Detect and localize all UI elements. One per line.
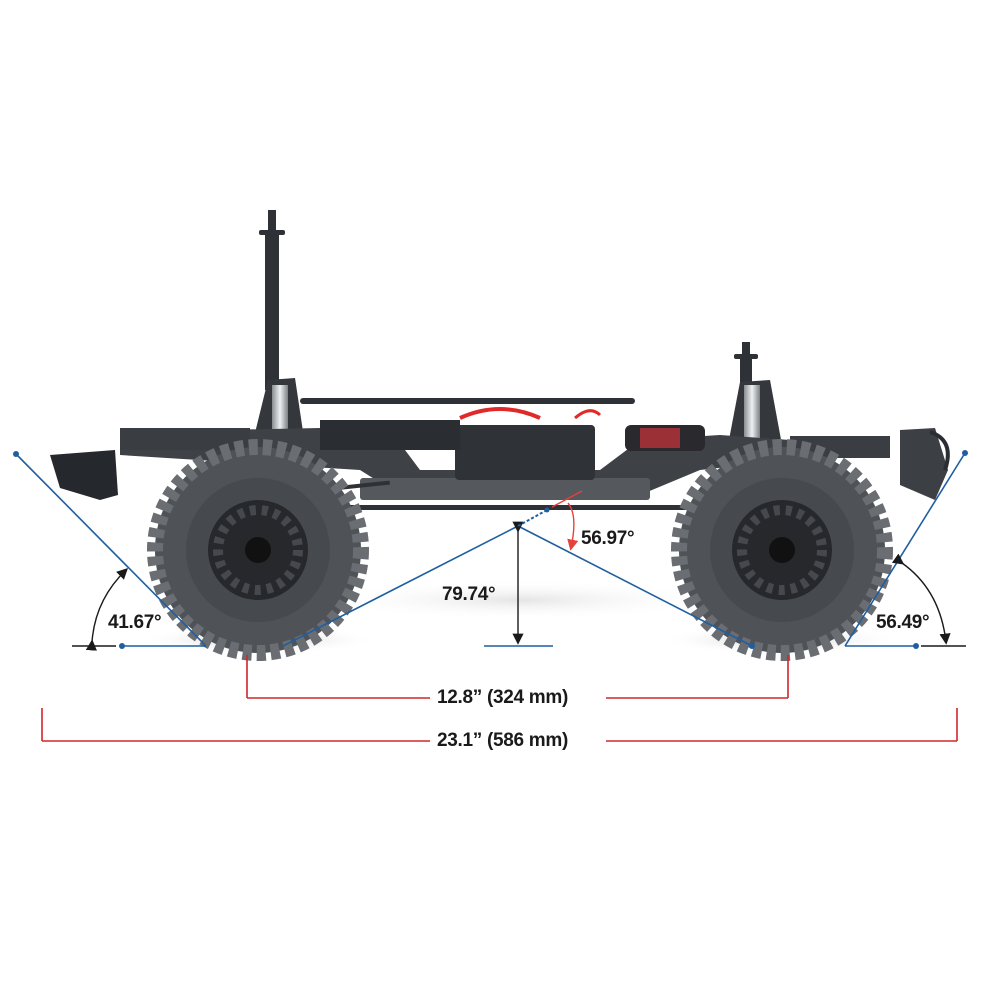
front-bumper bbox=[900, 428, 948, 500]
breakover-angle-annotation bbox=[282, 490, 755, 649]
skid-angle-label: 56.97° bbox=[581, 528, 635, 549]
wheelbase-dimension bbox=[246, 655, 789, 699]
receiver-box bbox=[455, 425, 595, 480]
ground-shadow bbox=[320, 580, 720, 620]
lower-link bbox=[330, 505, 690, 510]
body-mount-post-rear bbox=[265, 230, 279, 390]
battery-tray bbox=[360, 478, 650, 500]
roll-rail bbox=[300, 398, 635, 404]
rear-bumper bbox=[50, 450, 118, 500]
approach-angle-label: 41.67° bbox=[108, 612, 162, 633]
chassis bbox=[50, 210, 950, 510]
wheelbase-label: 12.8” (324 mm) bbox=[433, 687, 572, 709]
overall-length-dimension bbox=[41, 708, 958, 742]
departure-angle-label: 56.49° bbox=[876, 612, 930, 633]
front-wheel bbox=[671, 439, 893, 661]
approach-angle-annotation bbox=[13, 451, 207, 651]
breakover-angle-label: 79.74° bbox=[442, 584, 496, 605]
overall-length-label: 23.1” (586 mm) bbox=[433, 730, 572, 752]
rear-wheel bbox=[147, 439, 369, 661]
departure-angle-annotation bbox=[844, 450, 968, 649]
